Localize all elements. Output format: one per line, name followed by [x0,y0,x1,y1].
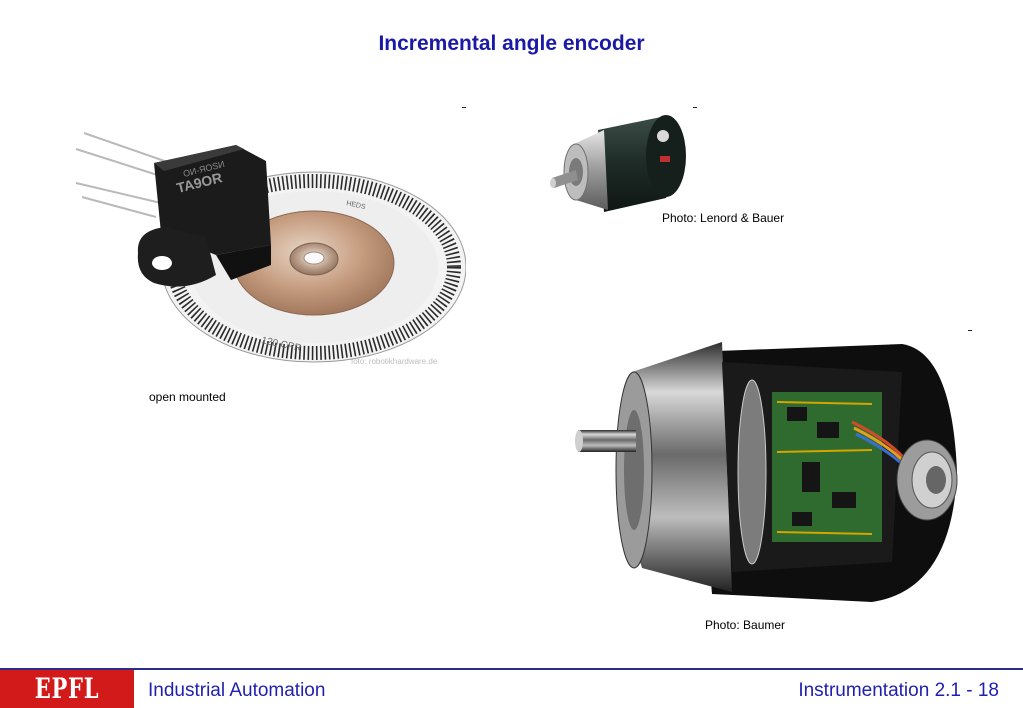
marker [462,107,466,108]
caption-lenord-bauer: Photo: Lenord & Bauer [662,211,785,225]
open-encoder-photo: 120 CPR HEDS TA9OR ОИ-ЯОSИ foto: robotik… [66,105,466,370]
disc-brand-label: HEDS [346,200,367,211]
marker [693,107,697,108]
slide-title: Incremental angle encoder [378,32,645,55]
footer-divider [0,668,1023,670]
lenord-bauer-encoder-photo [550,115,686,212]
footer-slide-number: Instrumentation 2.1 - 18 [798,680,999,701]
epfl-logo: EPFL [0,670,134,708]
footer-course-title: Industrial Automation [148,680,326,701]
photo-credit: foto: robotikhardware.de [351,357,438,366]
epfl-logo-text: EPFL [34,672,100,705]
marker [968,330,972,331]
caption-baumer: Photo: Baumer [705,618,786,632]
baumer-encoder-photo [575,342,958,602]
caption-open-mounted: open mounted [149,390,226,404]
